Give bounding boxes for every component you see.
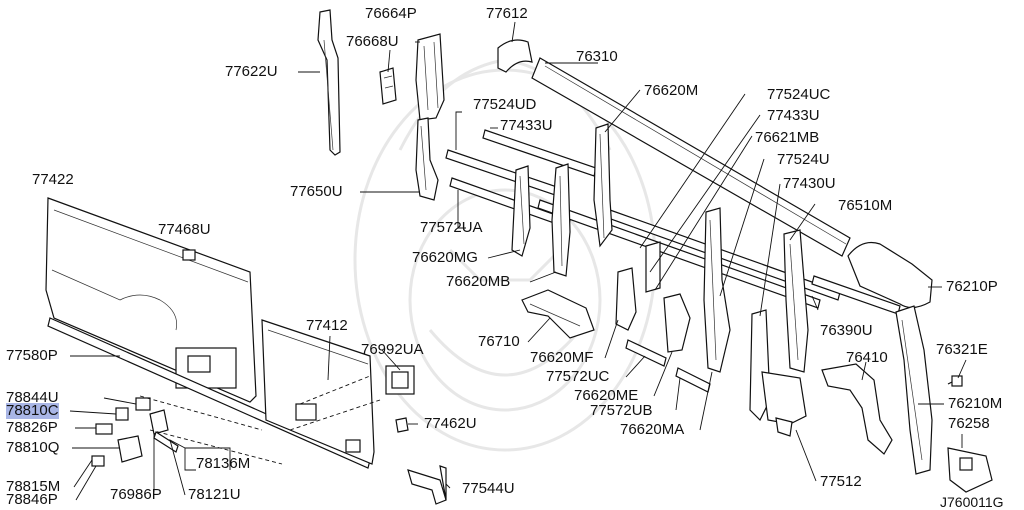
label-78810C: 78810C xyxy=(6,402,59,419)
label-77572UB: 77572UB xyxy=(590,402,653,419)
label-76210P: 76210P xyxy=(946,278,998,295)
label-78815M: 78815M xyxy=(6,478,61,495)
part-76310 xyxy=(531,57,851,257)
label-76390U: 76390U xyxy=(820,322,873,339)
part-76620MG xyxy=(511,165,531,257)
part-76668U xyxy=(379,67,397,105)
label-76321E: 76321E xyxy=(936,341,988,358)
part-78815M xyxy=(91,455,105,467)
label-77524UD: 77524UD xyxy=(473,96,537,113)
dashed-outline xyxy=(139,375,381,465)
part-78810Q xyxy=(117,435,143,463)
part-76321E xyxy=(947,375,963,387)
part-77544U xyxy=(407,465,447,505)
label-76620M: 76620M xyxy=(644,82,699,99)
label-78121U: 78121U xyxy=(188,486,241,503)
label-77622U: 77622U xyxy=(225,63,278,80)
label-76310: 76310 xyxy=(576,48,618,65)
label-76410: 76410 xyxy=(846,349,888,366)
label-78810Q: 78810Q xyxy=(6,439,60,456)
leader-lines xyxy=(69,21,967,501)
part-77412 xyxy=(261,319,375,465)
label-76210M: 76210M xyxy=(948,395,1003,412)
label-77512: 77512 xyxy=(820,473,862,490)
label-77572UC: 77572UC xyxy=(546,368,610,385)
part-77572UB xyxy=(675,367,711,393)
part-76258 xyxy=(947,447,993,493)
label-77430U: 77430U xyxy=(783,175,836,192)
part-77612 xyxy=(497,39,533,73)
label-77580P: 77580P xyxy=(6,347,58,364)
part-76210P xyxy=(847,241,933,309)
label-76258: 76258 xyxy=(948,415,990,432)
label-77524U: 77524U xyxy=(777,151,830,168)
part-76620MA xyxy=(703,207,731,373)
part-77650U xyxy=(415,117,439,201)
label-78846P: 78846P xyxy=(6,491,58,508)
part-76664P xyxy=(415,33,445,121)
part-77512 xyxy=(761,371,807,437)
label-76620MF: 76620MF xyxy=(530,349,594,366)
part-77580P xyxy=(47,317,371,469)
part-77422 xyxy=(45,197,257,403)
label-78826P: 78826P xyxy=(6,419,58,436)
part-78810C xyxy=(115,407,129,421)
part-76410 xyxy=(821,363,893,455)
part-76620MB xyxy=(551,163,571,277)
label-78136M: 78136M xyxy=(196,455,251,472)
part-77622U xyxy=(317,9,341,156)
part-76620ME xyxy=(663,293,691,353)
label-77524UC: 77524UC xyxy=(767,86,831,103)
part-78844U xyxy=(135,397,151,411)
part-77462U xyxy=(395,417,409,433)
label-76510M: 76510M xyxy=(838,197,893,214)
label-76664P: 76664P xyxy=(365,5,417,22)
part-76620MF xyxy=(615,267,637,331)
part-76710 xyxy=(521,289,595,339)
label-76710: 76710 xyxy=(478,333,520,350)
part-78826P xyxy=(95,423,113,435)
diagram-code: J760011G xyxy=(940,494,1004,510)
label-78844U: 78844U xyxy=(6,389,59,406)
label-76992UA: 76992UA xyxy=(361,341,424,358)
label-77612: 77612 xyxy=(486,5,528,22)
label-76621MB: 76621MB xyxy=(755,129,820,146)
part-76210M xyxy=(895,305,933,475)
part-77572UC xyxy=(625,339,667,367)
label-77650U: 77650U xyxy=(290,183,343,200)
label-76620ME: 76620ME xyxy=(574,387,639,404)
label-76620MG: 76620MG xyxy=(412,249,478,266)
label-77422: 77422 xyxy=(32,171,74,188)
part-76992UA xyxy=(385,365,415,395)
label-77412: 77412 xyxy=(306,317,348,334)
part-77468U xyxy=(182,249,196,261)
label-77462U: 77462U xyxy=(424,415,477,432)
part-76510M xyxy=(783,229,809,373)
label-76668U: 76668U xyxy=(346,33,399,50)
label-77468U: 77468U xyxy=(158,221,211,238)
label-77433U-left: 77433U xyxy=(500,117,553,134)
label-76986P: 76986P xyxy=(110,486,162,503)
label-77433U-right: 77433U xyxy=(767,107,820,124)
label-77544U: 77544U xyxy=(462,480,515,497)
label-77572UA: 77572UA xyxy=(420,219,483,236)
label-76620MB: 76620MB xyxy=(446,273,511,290)
part-76620M xyxy=(593,123,613,248)
label-76620MA: 76620MA xyxy=(620,421,685,438)
